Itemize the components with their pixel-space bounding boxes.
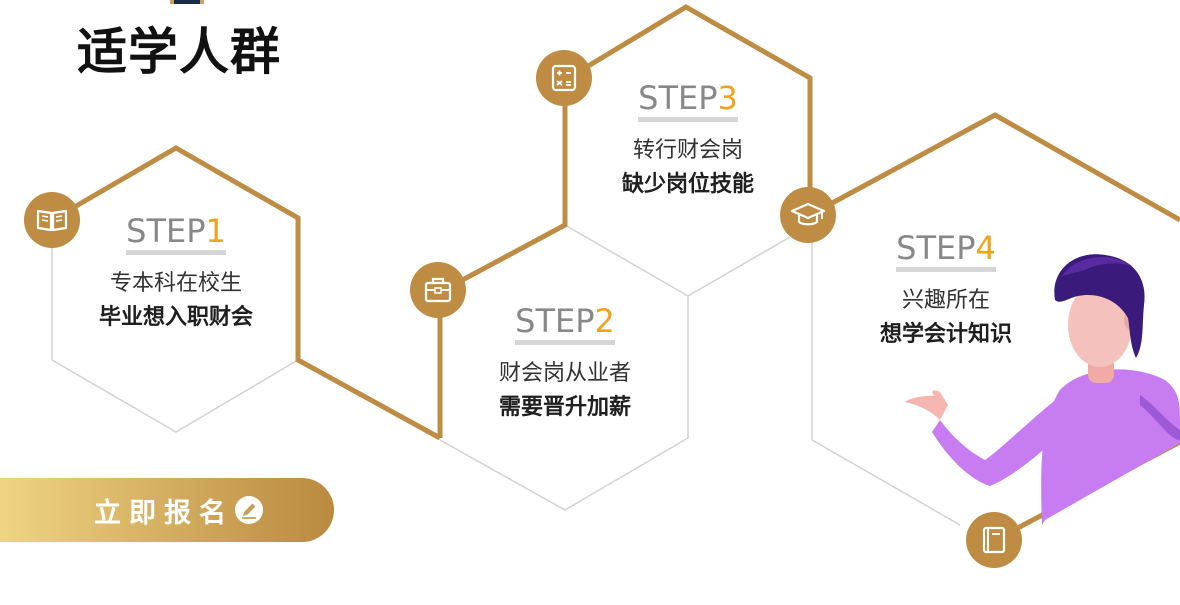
hexagon-3-gray-edge bbox=[687, 236, 791, 297]
step-1-number: 1 bbox=[205, 212, 226, 250]
step-3-number: 3 bbox=[717, 79, 738, 117]
step-4-line2: 想学会计知识 bbox=[879, 322, 1012, 347]
signup-button-label: 立即报名 bbox=[94, 497, 234, 529]
hexagon-4-gold-edge bbox=[808, 112, 1180, 223]
step-4-block: STEP4 兴趣所在 想学会计知识 bbox=[826, 230, 1066, 350]
step-3-line1: 转行财会岗 bbox=[632, 138, 743, 163]
character-hand bbox=[905, 390, 948, 420]
book-open-icon bbox=[24, 192, 80, 248]
character-hair-top bbox=[1062, 256, 1132, 276]
character-body bbox=[1041, 369, 1180, 525]
signup-button[interactable]: 立即报名 bbox=[0, 478, 334, 542]
step-4-prefix: STEP bbox=[896, 229, 976, 267]
hexagon-1-gold-edge bbox=[50, 145, 442, 441]
step-1-prefix: STEP bbox=[126, 212, 206, 250]
title-decoration bbox=[170, 0, 204, 4]
step-1-block: STEP1 专本科在校生 毕业想入职财会 bbox=[56, 213, 296, 333]
character-illustration bbox=[905, 254, 1180, 525]
briefcase-icon bbox=[410, 262, 466, 318]
step-1-line1: 专本科在校生 bbox=[109, 271, 242, 296]
step-3-prefix: STEP bbox=[638, 79, 718, 117]
step-3-label: STEP3 bbox=[638, 80, 738, 122]
step-4-line1: 兴趣所在 bbox=[901, 288, 990, 313]
step-2-block: STEP2 财会岗从业者 需要晋升加薪 bbox=[445, 303, 685, 423]
character-arm bbox=[932, 398, 1062, 486]
character-hair bbox=[1054, 254, 1145, 358]
step-2-line2: 需要晋升加薪 bbox=[498, 395, 631, 420]
character-body-shade bbox=[1140, 395, 1180, 440]
edit-pen-icon bbox=[235, 496, 263, 524]
hexagon-1-gray-edge bbox=[51, 220, 299, 433]
step-4-label: STEP4 bbox=[896, 230, 996, 272]
hexagon-2-gray-edge bbox=[439, 224, 689, 511]
section-title: 适学人群 bbox=[77, 23, 281, 81]
step-3-block: STEP3 转行财会岗 缺少岗位技能 bbox=[568, 80, 808, 200]
step-3-line2: 缺少岗位技能 bbox=[621, 172, 754, 197]
book-closed-icon bbox=[966, 512, 1022, 568]
hexagon-4-gray-edge bbox=[811, 230, 961, 526]
graduation-cap-icon bbox=[780, 187, 836, 243]
hexagon-gray-outlines bbox=[51, 220, 961, 526]
step-2-number: 2 bbox=[594, 302, 615, 340]
step-2-prefix: STEP bbox=[515, 302, 595, 340]
calculator-icon bbox=[536, 50, 592, 106]
step-4-number: 4 bbox=[975, 229, 996, 267]
step-2-label: STEP2 bbox=[515, 303, 615, 345]
step-1-label: STEP1 bbox=[126, 213, 226, 255]
step-1-line2: 毕业想入职财会 bbox=[98, 305, 253, 330]
step-2-line1: 财会岗从业者 bbox=[498, 361, 631, 386]
